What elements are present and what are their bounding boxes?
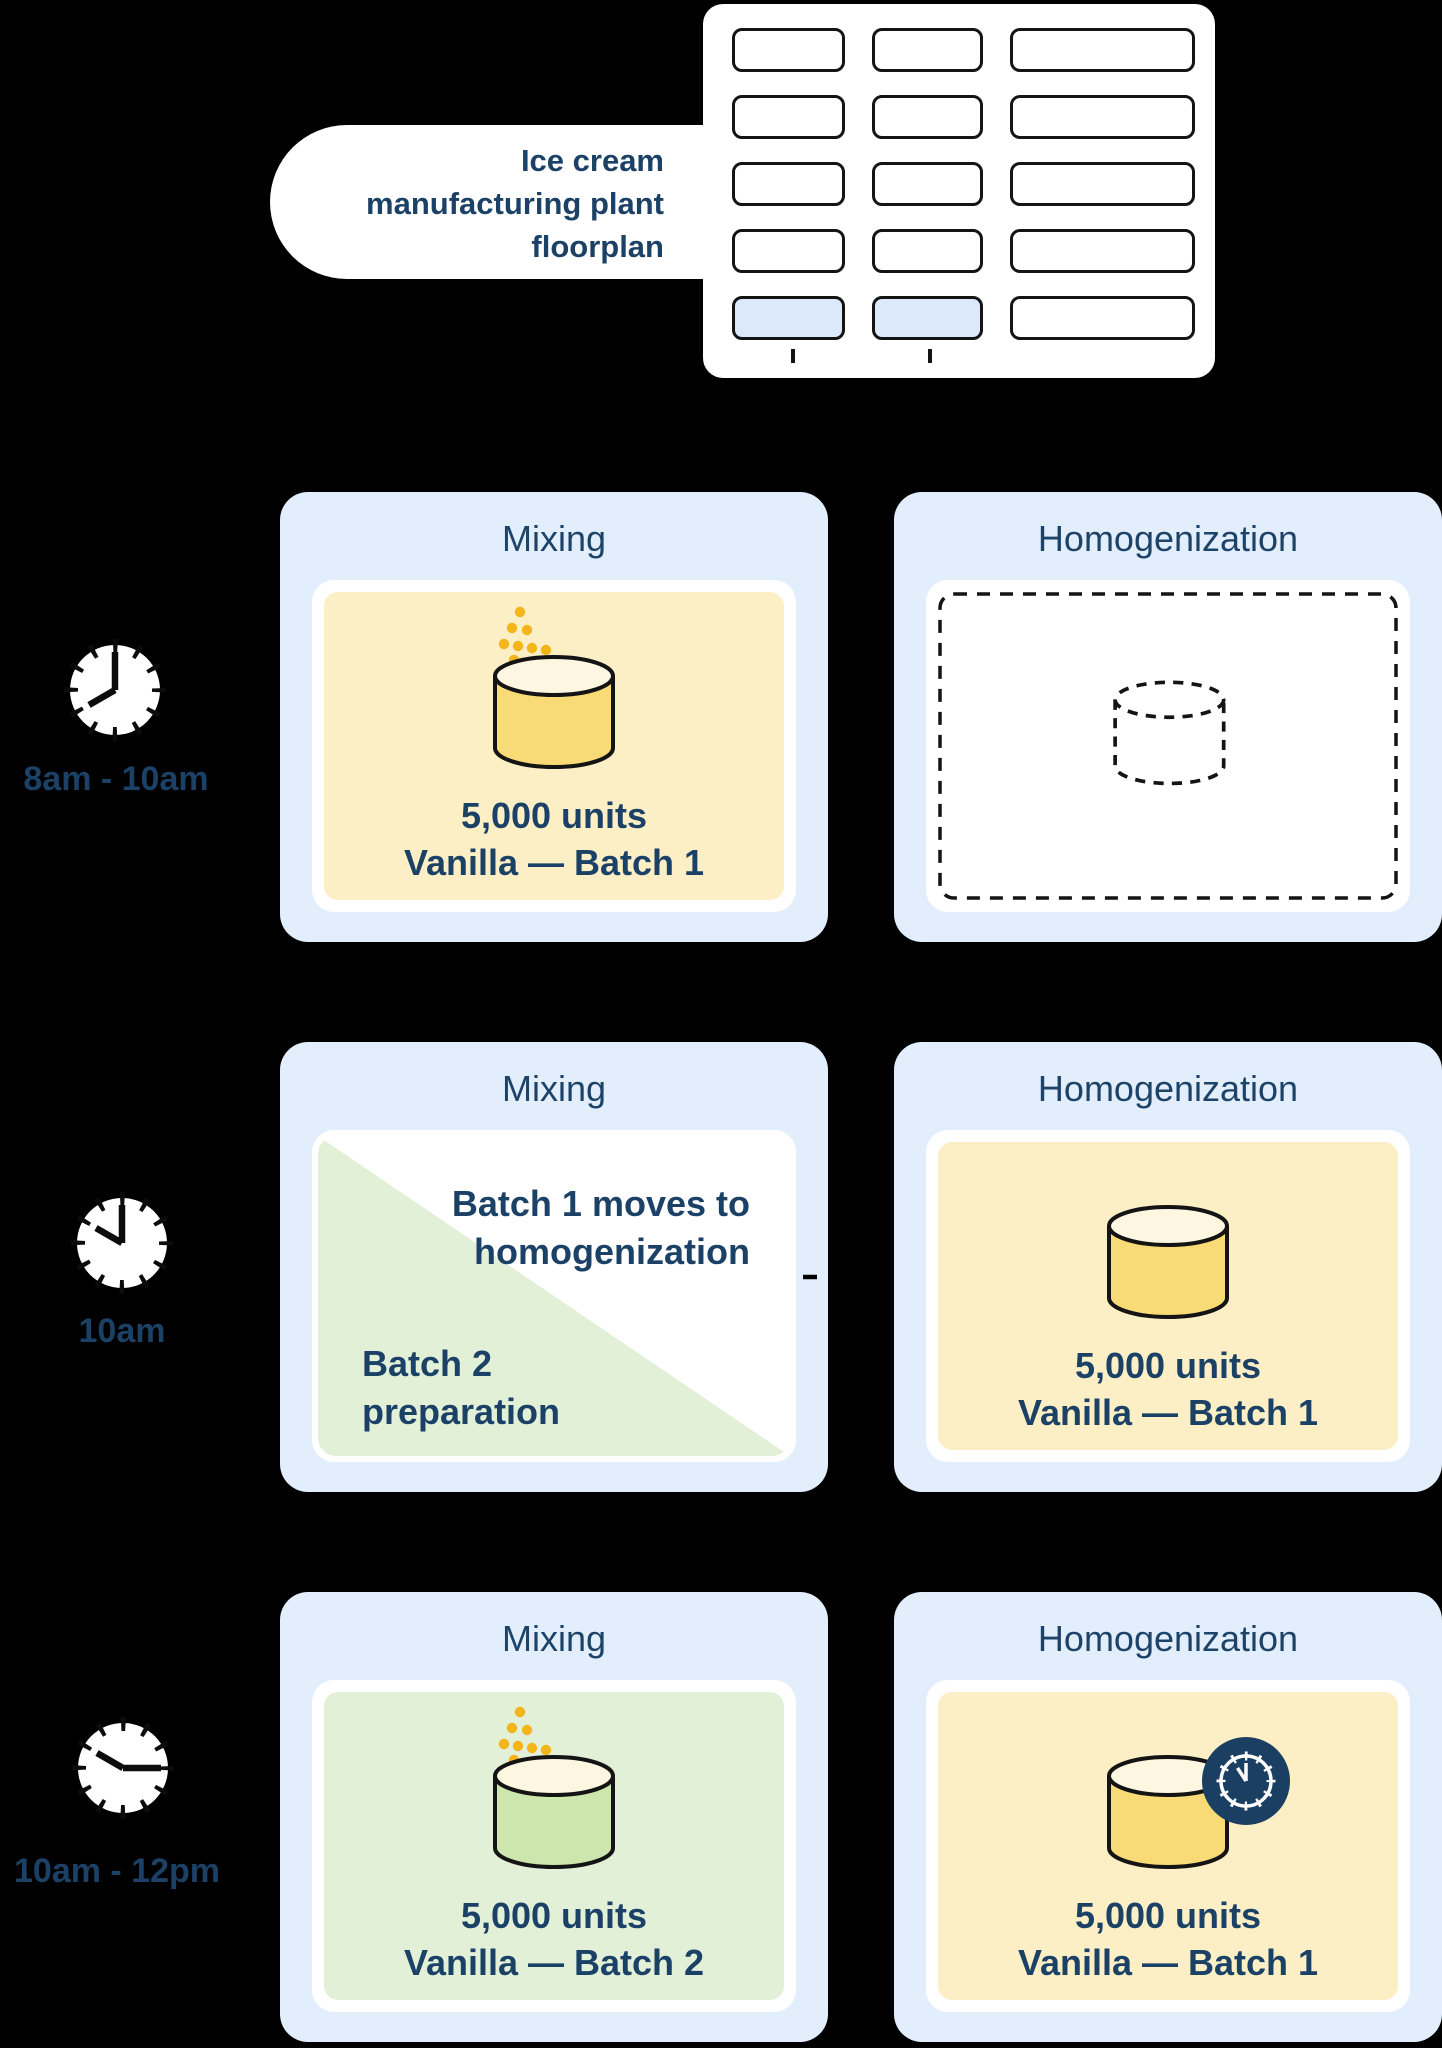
- clock-10am-icon: [71, 1192, 173, 1294]
- floorplan-cell: [1010, 28, 1195, 72]
- units-line: 5,000 units: [1074, 1895, 1262, 1936]
- batch-caption: 5,000 units Vanilla — Batch 1: [324, 792, 784, 886]
- batch-line: Vanilla — Batch 1: [1017, 1392, 1319, 1433]
- floorplan-grid: [732, 28, 1195, 340]
- machine-zone: 5,000 units Vanilla — Batch 1: [312, 580, 796, 912]
- batch-caption: 5,000 units Vanilla — Batch 1: [938, 1342, 1398, 1436]
- vat-icon: [1107, 1205, 1229, 1319]
- vat-icon: [493, 606, 615, 769]
- clock-8am-icon: [64, 639, 166, 741]
- card-title: Mixing: [501, 1618, 607, 1659]
- floorplan-cell: [732, 229, 845, 273]
- batch-line: Vanilla — Batch 1: [403, 842, 705, 883]
- vat-icon: [493, 1706, 615, 1869]
- card-title: Homogenization: [1037, 1618, 1299, 1659]
- transfer-note: Batch 1 moves to homogenization: [452, 1180, 750, 1276]
- mixing-card-row3: Mixing 5,000 units Vanilla — Batch 2: [280, 1592, 828, 2042]
- batch-caption: 5,000 units Vanilla — Batch 1: [938, 1892, 1398, 1986]
- machine-zone: Batch 1 moves to homogenization Batch 2 …: [312, 1130, 796, 1462]
- connector-tick: [928, 349, 932, 363]
- preparation-note-line: Batch 2: [362, 1343, 493, 1384]
- floorplan-cell: [872, 28, 983, 72]
- floorplan-cell: [872, 296, 983, 340]
- units-line: 5,000 units: [1074, 1345, 1262, 1386]
- units-line: 5,000 units: [460, 1895, 648, 1936]
- machine-zone: 5,000 units Vanilla — Batch 1: [926, 1680, 1410, 2012]
- connector-tick: [791, 349, 795, 363]
- clock-10-15-icon: [72, 1717, 174, 1819]
- transfer-note-line: Batch 1 moves to: [451, 1183, 750, 1224]
- machine-zone: [926, 580, 1410, 912]
- floorplan-cell: [1010, 162, 1195, 206]
- batch-line: Vanilla — Batch 1: [1017, 1942, 1319, 1983]
- homogenization-card-row2: Homogenization 5,000 units Vanilla — Bat…: [894, 1042, 1442, 1492]
- mixing-card-row1: Mixing 5,000 units Vanilla — Batch 1: [280, 492, 828, 942]
- preparation-note-line: preparation: [362, 1391, 561, 1432]
- floorplan-cell: [1010, 296, 1195, 340]
- batch-panel: 5,000 units Vanilla — Batch 1: [324, 592, 784, 900]
- homogenization-card-row1: Homogenization: [894, 492, 1442, 942]
- floorplan-cell: [732, 296, 845, 340]
- mixing-card-row2: Mixing Batch 1 moves to homogenization B…: [280, 1042, 828, 1492]
- batch-panel: 5,000 units Vanilla — Batch 1: [938, 1142, 1398, 1450]
- card-title: Mixing: [501, 518, 607, 559]
- machine-zone: 5,000 units Vanilla — Batch 2: [312, 1680, 796, 2012]
- time-label: 8am - 10am: [23, 760, 209, 798]
- homogenization-card-row3: Homogenization 5,000 units Vanilla — Bat…: [894, 1592, 1442, 2042]
- floorplan-panel: [703, 4, 1215, 378]
- floorplan-cell: [732, 28, 845, 72]
- time-label: 10am: [78, 1312, 166, 1350]
- floorplan-cell: [872, 162, 983, 206]
- batch-caption: 5,000 units Vanilla — Batch 2: [324, 1892, 784, 1986]
- floorplan-label: Ice cream manufacturing plant floorplan: [270, 125, 710, 279]
- batch-line: Vanilla — Batch 2: [403, 1942, 705, 1983]
- transfer-note-line: homogenization: [474, 1231, 750, 1272]
- empty-slot-icon: [938, 592, 1398, 900]
- floorplan-cell: [1010, 229, 1195, 273]
- floorplan-cell: [732, 162, 845, 206]
- floorplan-cell: [1010, 95, 1195, 139]
- machine-zone: 5,000 units Vanilla — Batch 1: [926, 1130, 1410, 1462]
- card-title: Homogenization: [1037, 1068, 1299, 1109]
- units-line: 5,000 units: [460, 795, 648, 836]
- floorplan-cell: [872, 229, 983, 273]
- card-title: Homogenization: [1037, 518, 1299, 559]
- floorplan-cell: [872, 95, 983, 139]
- batch-panel: 5,000 units Vanilla — Batch 1: [938, 1692, 1398, 2000]
- floorplan-label-text: Ice cream manufacturing plant floorplan: [366, 143, 664, 264]
- timer-badge-icon: [1202, 1737, 1290, 1825]
- vat-icon: [1107, 1755, 1229, 1869]
- batch-panel: 5,000 units Vanilla — Batch 2: [324, 1692, 784, 2000]
- card-title: Mixing: [501, 1068, 607, 1109]
- vat-placeholder-icon: [1113, 680, 1226, 786]
- preparation-note: Batch 2 preparation: [362, 1340, 560, 1436]
- time-label: 10am - 12pm: [14, 1852, 220, 1890]
- floorplan-cell: [732, 95, 845, 139]
